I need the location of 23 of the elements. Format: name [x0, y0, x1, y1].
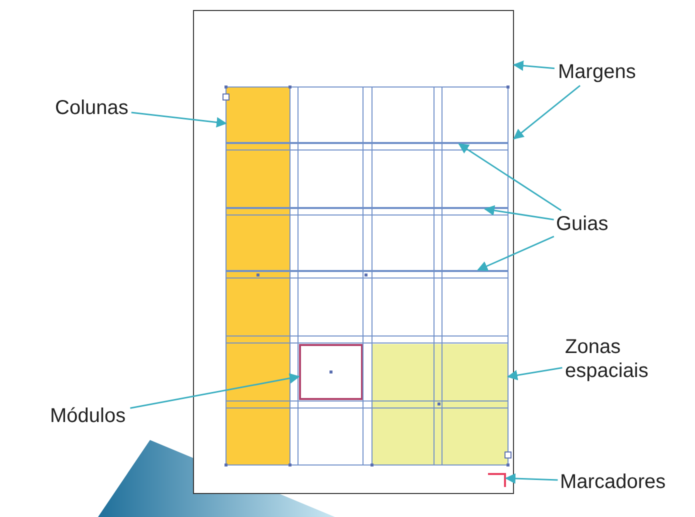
- callout-label: Guias: [556, 212, 608, 236]
- leader-arrow: [131, 112, 228, 128]
- leader-arrow: [458, 143, 562, 211]
- callout-label: Margens: [558, 60, 636, 84]
- leader-arrow: [512, 60, 555, 71]
- leader-arrow: [513, 84, 581, 140]
- guide-line: [226, 270, 508, 272]
- leader-arrow: [484, 205, 554, 220]
- crop-mark: [488, 473, 506, 487]
- callout-label: Zonas espaciais: [565, 335, 665, 383]
- callout-label: Colunas: [55, 96, 128, 120]
- guide-line: [226, 207, 508, 209]
- module-square: [299, 344, 363, 400]
- callout-label: Marcadores: [560, 470, 666, 494]
- page-sheet: [193, 10, 514, 494]
- zone-area: [372, 344, 508, 465]
- leader-arrow: [130, 373, 300, 409]
- leader-arrow: [506, 367, 562, 380]
- column-bar: [226, 87, 290, 465]
- leader-arrow: [477, 236, 554, 271]
- guide-line: [226, 142, 508, 144]
- leader-arrow: [504, 473, 558, 484]
- callout-label: Módulos: [50, 404, 126, 428]
